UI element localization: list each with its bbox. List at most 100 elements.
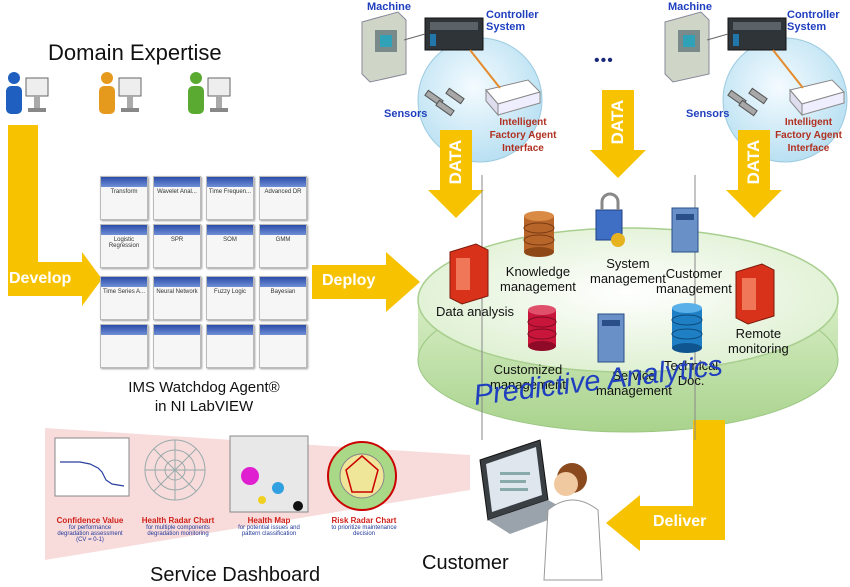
- sensors-label-left: Sensors: [384, 108, 428, 120]
- system-label-line2: management: [590, 271, 666, 286]
- machine-left: [361, 11, 407, 83]
- ifa-box-left: [485, 79, 541, 117]
- controller-label-left: Controller System: [486, 9, 539, 33]
- health-radar-caption-title: Health Radar Chart: [141, 516, 215, 525]
- customized-management-label: Customized management: [490, 362, 566, 392]
- customer-server-icon: [671, 207, 699, 253]
- risk-radar-chart-panel: [327, 441, 397, 511]
- customer-label: Customer: [422, 552, 509, 574]
- ifa-label-left: Intelligent Factory Agent Interface: [473, 116, 573, 155]
- data-analysis-server-icon: [449, 243, 489, 305]
- tool-som: SOM: [206, 224, 254, 268]
- health-map-caption-desc1: for potential issues and: [238, 525, 300, 531]
- knowledge-label-line1: Knowledge: [505, 264, 571, 279]
- watchdog-caption-line1: IMS Watchdog Agent®: [128, 379, 280, 396]
- customer-label-line2: management: [656, 281, 732, 296]
- customer-icon: [479, 439, 603, 581]
- controller-label-line2: System: [486, 21, 526, 33]
- ifa-box-right: [789, 79, 845, 117]
- ifa-label-line2: Factory Agent: [489, 130, 557, 141]
- customized-database-icon: [527, 305, 557, 351]
- ellipsis: •••: [594, 52, 614, 69]
- ifa-label-line3: Interface: [787, 143, 830, 154]
- expert-icon-blue: [6, 72, 49, 114]
- dashboard-caption-health-radar: Health Radar Chart for multiple componen…: [132, 516, 224, 537]
- risk-radar-caption-desc1: to prioritize maintenance: [331, 525, 397, 531]
- tool-spr: SPR: [153, 224, 201, 268]
- system-management-label: System management: [590, 256, 666, 286]
- domain-expertise-title: Domain Expertise: [48, 40, 222, 65]
- tool-gmm: GMM: [259, 224, 307, 268]
- health-radar-caption-desc2: degradation monitoring: [147, 531, 209, 537]
- tool-time-frequency: Time Frequen...: [206, 176, 254, 220]
- sensors-left: [424, 87, 465, 117]
- health-radar-chart-panel: [144, 439, 206, 501]
- ifa-label-line1: Intelligent: [499, 117, 547, 128]
- knowledge-label-line2: management: [500, 279, 576, 294]
- risk-radar-caption-desc2: decision: [352, 531, 375, 537]
- service-label-line2: management: [596, 383, 672, 398]
- tool-network: [259, 324, 307, 368]
- service-management-label: Service management: [596, 368, 672, 398]
- controller-left: [424, 17, 484, 51]
- controller-label-line1: Controller: [787, 9, 840, 21]
- expert-icon-green: [188, 72, 231, 114]
- tool-cluster: [100, 324, 148, 368]
- tool-bayesian: Bayesian: [259, 276, 307, 320]
- controller-label-right: Controller System: [787, 9, 840, 33]
- service-label-line1: Service: [612, 368, 656, 383]
- customized-label-line1: Customized: [493, 362, 563, 377]
- service-server-icon: [597, 313, 625, 363]
- ifa-label-line3: Interface: [502, 143, 544, 154]
- customized-label-line2: management: [490, 377, 566, 392]
- tool-transform: Transform: [100, 176, 148, 220]
- confidence-caption-desc1: for performance: [68, 525, 112, 531]
- service-dashboard-title: Service Dashboard: [150, 564, 321, 586]
- dashboard-caption-health-map: Health Map for potential issues and patt…: [224, 516, 314, 537]
- customer-management-label: Customer management: [656, 266, 732, 296]
- risk-radar-caption-title: Risk Radar Chart: [331, 516, 397, 525]
- tool-logistic-regression: Logistic Regression: [100, 224, 148, 268]
- deliver-arrow: [606, 420, 725, 551]
- deploy-arrow-label: Deploy: [322, 272, 376, 289]
- knowledge-database-icon: [523, 211, 555, 257]
- develop-arrow-label: Develop: [9, 270, 72, 287]
- remote-label-line2: monitoring: [728, 341, 789, 356]
- deliver-arrow-label: Deliver: [653, 513, 707, 530]
- system-lock-icon: [595, 192, 625, 247]
- remote-server-icon: [735, 263, 775, 325]
- sensors-label-right: Sensors: [686, 108, 730, 120]
- knowledge-management-label: Knowledge management: [500, 264, 576, 294]
- health-map-caption-desc2: pattern classification: [241, 531, 297, 537]
- controller-right: [727, 17, 787, 51]
- ifa-label-line1: Intelligent: [784, 117, 833, 128]
- health-radar-caption-desc1: for multiple components: [146, 525, 210, 531]
- health-map-panel: [229, 435, 309, 513]
- data-arrow-right: [726, 130, 782, 218]
- sensors-right: [727, 87, 768, 117]
- develop-arrow: [8, 125, 102, 306]
- confidence-value-panel: [54, 437, 130, 497]
- dashboard-caption-confidence: Confidence Value for performance degrada…: [45, 516, 135, 543]
- technical-label-line2: Doc.: [677, 373, 705, 388]
- tool-fuzzy-logic: Fuzzy Logic: [206, 276, 254, 320]
- deploy-arrow: [312, 252, 420, 312]
- data-arrow-label-right: DATA: [744, 139, 763, 185]
- data-analysis-label: Data analysis: [436, 304, 515, 319]
- controller-label-line1: Controller: [486, 9, 539, 21]
- tool-neural-network: Neural Network: [153, 276, 201, 320]
- ifa-label-line2: Factory Agent: [775, 130, 842, 141]
- confidence-caption-desc3: (CV = 0-1): [76, 537, 104, 543]
- remote-label-line1: Remote: [735, 326, 782, 341]
- data-arrow-left: [428, 130, 484, 218]
- technical-doc-database-icon: [671, 303, 703, 353]
- expert-icon-orange: [99, 72, 142, 114]
- watchdog-toolkit-panel: Transform Wavelet Anal... Time Frequen..…: [100, 176, 307, 368]
- tool-wavelet: Wavelet Anal...: [153, 176, 201, 220]
- technical-doc-label: Technical Doc.: [664, 358, 718, 388]
- customer-label-line1: Customer: [665, 266, 723, 281]
- tool-advanced-dr: Advanced DR: [259, 176, 307, 220]
- system-label-line1: System: [606, 256, 650, 271]
- machine-label-left: Machine: [367, 1, 412, 13]
- confidence-caption-title: Confidence Value: [56, 516, 124, 525]
